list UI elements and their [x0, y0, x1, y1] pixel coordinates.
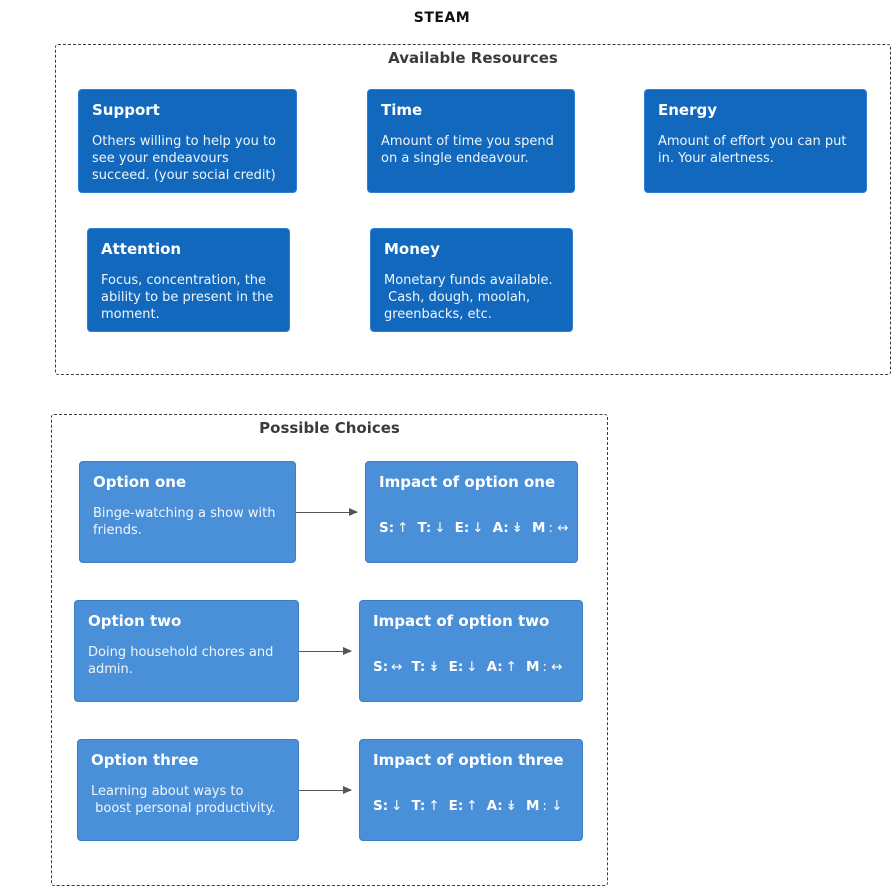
- stat-money: M: ↓: [525, 798, 563, 814]
- impact-card-title: Impact of option one: [379, 473, 556, 491]
- resource-card-title: Support: [92, 101, 160, 119]
- resource-card-description: Focus, concentration, the ability to be …: [101, 273, 274, 322]
- stat-energy: E:↓: [448, 659, 478, 675]
- option-two-connector-arrow: [299, 647, 352, 655]
- resource-card-title: Energy: [658, 101, 718, 119]
- stat-energy: E:↓: [454, 520, 484, 536]
- resource-card-time: Time Amount of time you spend on a singl…: [367, 89, 575, 193]
- resource-card-title: Attention: [101, 240, 182, 258]
- resource-card-support: Support Others willing to help you to se…: [78, 89, 297, 193]
- available-resources-heading: Available Resources: [388, 49, 558, 67]
- stat-attention: A:↡: [486, 798, 517, 814]
- resource-card-title: Money: [384, 240, 440, 258]
- option-card-description: Learning about ways to boost personal pr…: [91, 784, 276, 816]
- stat-support: S:↔: [373, 659, 403, 675]
- impact-stats-row: S:↓ T:↑ E:↑ A:↡ M: ↓: [373, 798, 569, 814]
- stat-money: M: ↔: [531, 520, 569, 536]
- arrowhead-right-icon: [349, 508, 358, 516]
- impact-of-option-one-card: Impact of option one S:↑ T:↓ E:↓ A:↡ M: …: [365, 461, 578, 563]
- impact-card-title: Impact of option two: [373, 612, 550, 630]
- stat-energy: E:↑: [448, 798, 478, 814]
- arrowhead-right-icon: [343, 786, 352, 794]
- stat-time: T:↑: [411, 798, 440, 814]
- resource-card-energy: Energy Amount of effort you can put in. …: [644, 89, 867, 193]
- option-two-card: Option two Doing household chores and ad…: [74, 600, 299, 702]
- option-card-description: Binge-watching a show with friends.: [93, 506, 276, 538]
- option-card-title: Option two: [88, 612, 182, 630]
- resource-card-attention: Attention Focus, concentration, the abil…: [87, 228, 290, 332]
- impact-stats-row: S:↑ T:↓ E:↓ A:↡ M: ↔: [379, 520, 569, 536]
- option-card-description: Doing household chores and admin.: [88, 645, 274, 677]
- option-one-card: Option one Binge-watching a show with fr…: [79, 461, 296, 563]
- impact-of-option-two-card: Impact of option two S:↔ T:↡ E:↓ A:↑ M: …: [359, 600, 583, 702]
- impact-of-option-three-card: Impact of option three S:↓ T:↑ E:↑ A:↡ M…: [359, 739, 583, 841]
- arrowhead-right-icon: [343, 647, 352, 655]
- option-card-title: Option one: [93, 473, 187, 491]
- resource-card-description: Others willing to help you to see your e…: [92, 134, 277, 183]
- available-resources-boundary: Available Resources: [55, 44, 891, 375]
- impact-card-title: Impact of option three: [373, 751, 564, 769]
- resource-card-description: Monetary funds available. Cash, dough, m…: [384, 273, 553, 322]
- stat-time: T:↡: [411, 659, 440, 675]
- stat-money: M: ↔: [525, 659, 563, 675]
- stat-attention: A:↑: [486, 659, 517, 675]
- option-one-connector-arrow: [296, 508, 358, 516]
- resource-card-money: Money Monetary funds available. Cash, do…: [370, 228, 573, 332]
- resource-card-description: Amount of time you spend on a single end…: [381, 134, 554, 166]
- stat-attention: A:↡: [492, 520, 523, 536]
- possible-choices-heading: Possible Choices: [259, 419, 400, 437]
- page-title: STEAM: [413, 10, 471, 26]
- stat-support: S:↑: [379, 520, 409, 536]
- impact-stats-row: S:↔ T:↡ E:↓ A:↑ M: ↔: [373, 659, 569, 675]
- possible-choices-boundary: Possible Choices: [51, 414, 608, 886]
- option-three-connector-arrow: [299, 786, 352, 794]
- resource-card-title: Time: [381, 101, 423, 119]
- resource-card-description: Amount of effort you can put in. Your al…: [658, 134, 847, 166]
- stat-support: S:↓: [373, 798, 403, 814]
- option-card-title: Option three: [91, 751, 199, 769]
- stat-time: T:↓: [417, 520, 446, 536]
- option-three-card: Option three Learning about ways to boos…: [77, 739, 299, 841]
